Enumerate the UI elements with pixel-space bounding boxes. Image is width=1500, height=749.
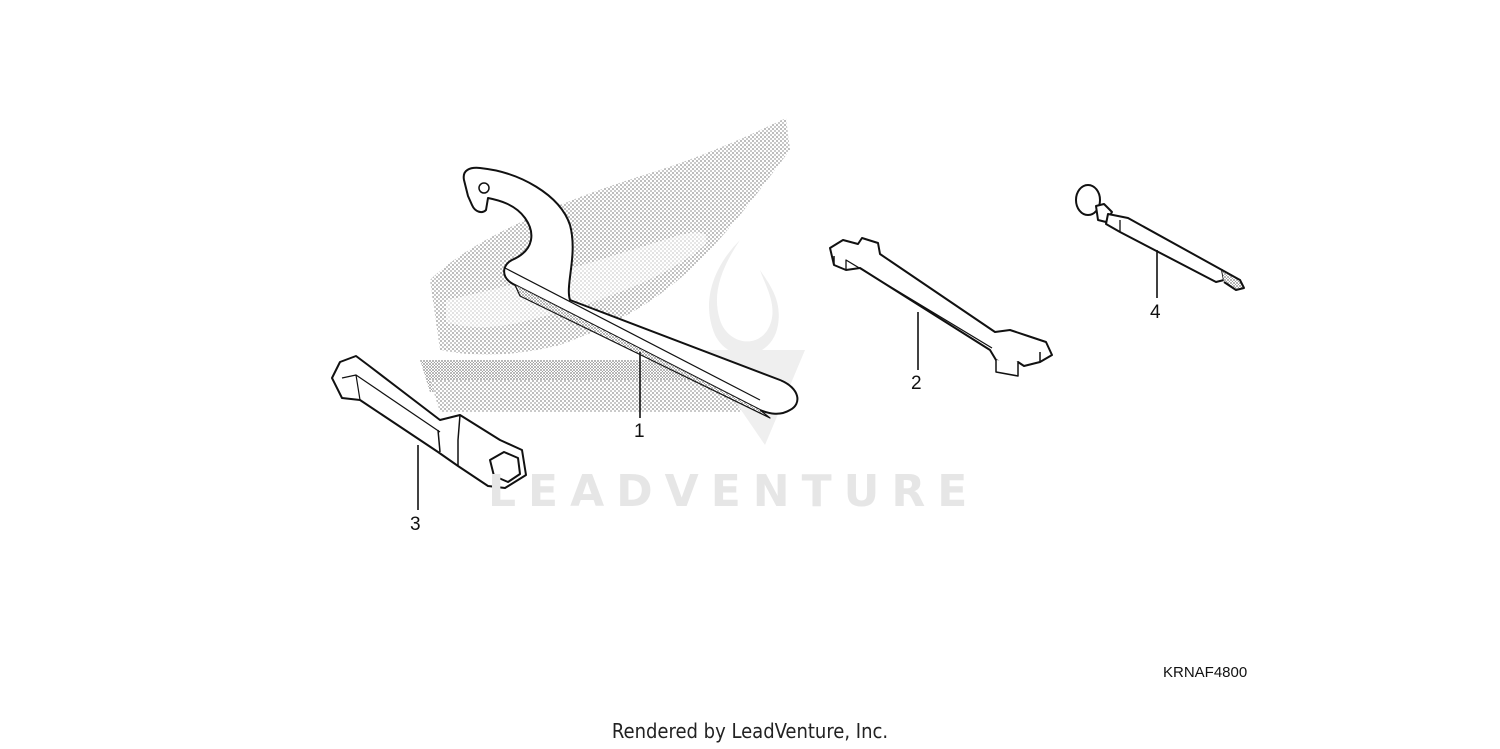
footer-credit: Rendered by LeadVenture, Inc. — [611, 719, 889, 743]
leader-lines — [417, 250, 1158, 510]
callout-2: 2 — [911, 373, 922, 394]
callout-3: 3 — [410, 514, 421, 535]
diagram-code: KRNAF4800 — [1163, 664, 1248, 681]
callout-4: 4 — [1150, 302, 1161, 323]
leadventure-watermark-text: LEADVENTURE — [488, 466, 980, 517]
double-end-wrench-icon — [829, 237, 1053, 377]
pin-punch-icon — [1075, 184, 1245, 291]
leadventure-flame-watermark-icon — [700, 240, 805, 445]
hook-spanner-wrench-icon — [462, 166, 799, 419]
callout-1: 1 — [634, 421, 645, 442]
spark-plug-socket-wrench-icon — [331, 355, 527, 489]
